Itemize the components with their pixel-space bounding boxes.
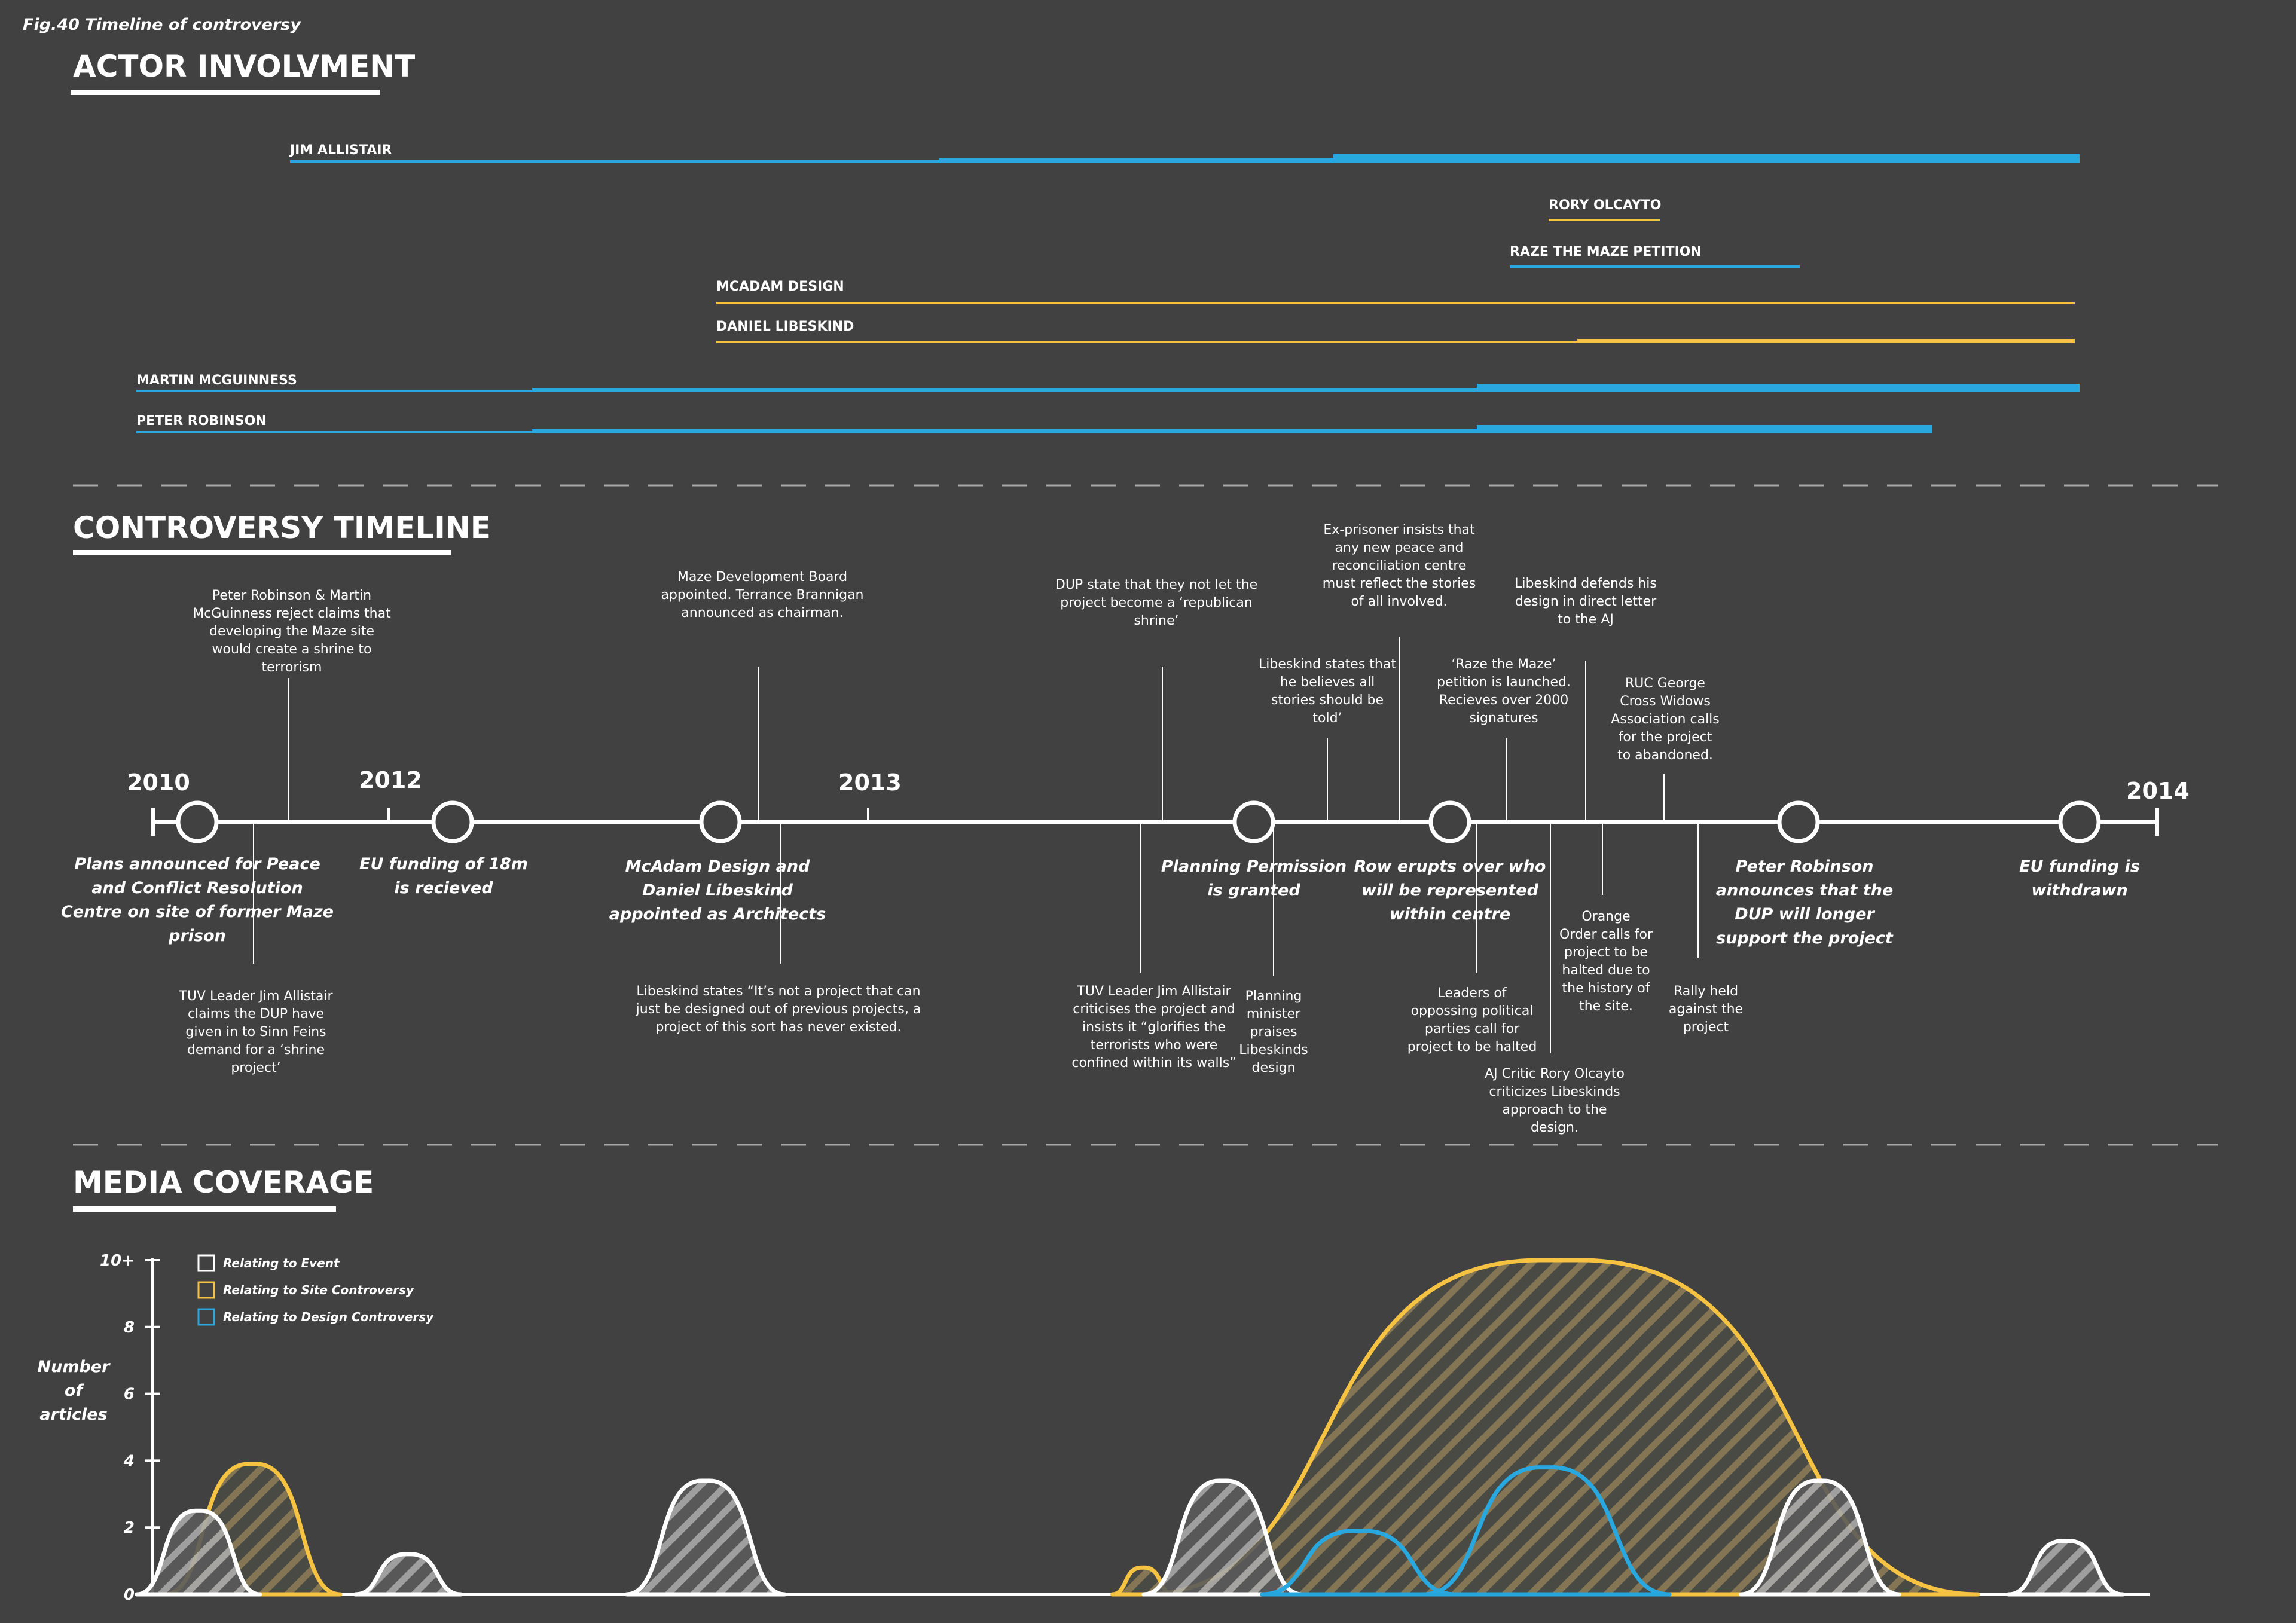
actor-involvement-segment	[939, 158, 1333, 163]
coverage-peak-white	[353, 1552, 463, 1597]
y-tick-label: 8	[124, 1319, 135, 1337]
actor-involvement-segment	[1577, 339, 2075, 343]
actor-label: JIM ALLISTAIR	[289, 143, 392, 158]
actor-involvement-segment	[1549, 219, 1660, 221]
actor-involvement-segment	[532, 429, 1477, 433]
actor-involvement-segment	[1477, 425, 1932, 433]
section-title-timeline: CONTROVERSY TIMELINE	[73, 511, 491, 545]
note-below: Libeskind states “It’s not a project tha…	[636, 984, 921, 1035]
actor-involvement-segment	[1477, 384, 2080, 392]
note-above: ‘Raze the Maze’petition is launched.Reci…	[1437, 657, 1571, 726]
actor-involvement-segment	[1510, 265, 1800, 268]
event-marker	[431, 800, 474, 843]
year-label: 2010	[127, 769, 190, 796]
y-tick-label: 2	[124, 1519, 135, 1537]
event-marker	[1428, 800, 1471, 843]
legend-label: Relating to Design Controversy	[223, 1310, 434, 1324]
coverage-peak-white	[1141, 1478, 1304, 1597]
actor-involvement-segment	[1333, 154, 2080, 163]
actor-label: RORY OLCAYTO	[1549, 198, 1661, 213]
y-tick-label: 0	[124, 1586, 135, 1604]
actor-involvement-segment	[716, 302, 2075, 304]
actor-involvement-segment	[136, 431, 532, 433]
actor-label: PETER ROBINSON	[136, 414, 267, 429]
legend-swatch	[197, 1308, 215, 1326]
y-tick-label: 4	[123, 1452, 135, 1470]
year-label: 2014	[2126, 778, 2190, 804]
actor-label: MCADAM DESIGN	[716, 279, 844, 294]
coverage-peak-white	[624, 1478, 787, 1597]
year-label: 2012	[359, 767, 422, 793]
section-title-media: MEDIA COVERAGE	[73, 1165, 374, 1200]
event-marker	[2058, 800, 2101, 843]
actor-involvement-segment	[532, 388, 1477, 392]
actor-label: RAZE THE MAZE PETITION	[1510, 244, 1702, 259]
coverage-peak-white	[1739, 1478, 1901, 1597]
coverage-peak-white	[2006, 1539, 2125, 1597]
coverage-peak-white	[135, 1508, 262, 1597]
y-tick-label: 10+	[100, 1252, 135, 1270]
actor-involvement-segment	[716, 341, 1577, 343]
legend-label: Relating to Event	[223, 1256, 340, 1270]
actor-involvement-bars: JIM ALLISTAIR RORY OLCAYTO RAZE THE MAZE P…	[136, 143, 2080, 433]
legend-swatch	[197, 1254, 215, 1272]
section-underline	[73, 1206, 336, 1212]
actor-label: MARTIN MCGUINNESS	[136, 373, 297, 388]
section-underline	[71, 90, 380, 95]
y-tick-label: 6	[124, 1386, 135, 1404]
legend-swatch	[197, 1281, 215, 1299]
coverage-peak-blue	[1421, 1465, 1672, 1597]
event-marker	[176, 800, 219, 843]
section-underline	[73, 550, 451, 555]
coverage-peak-blue	[1260, 1529, 1458, 1597]
actor-involvement-segment	[136, 390, 532, 392]
figure-label: Fig.40 Timeline of controversy	[23, 16, 301, 34]
actor-label: DANIEL LIBESKIND	[716, 319, 854, 334]
legend-label: Relating to Site Controversy	[223, 1283, 414, 1297]
section-title-actors: ACTOR INVOLVMENT	[73, 49, 415, 84]
year-label: 2013	[838, 769, 902, 796]
actor-involvement-segment	[290, 160, 939, 163]
event-marker	[699, 800, 742, 843]
event-marker	[1232, 800, 1275, 843]
event-marker	[1777, 800, 1820, 843]
